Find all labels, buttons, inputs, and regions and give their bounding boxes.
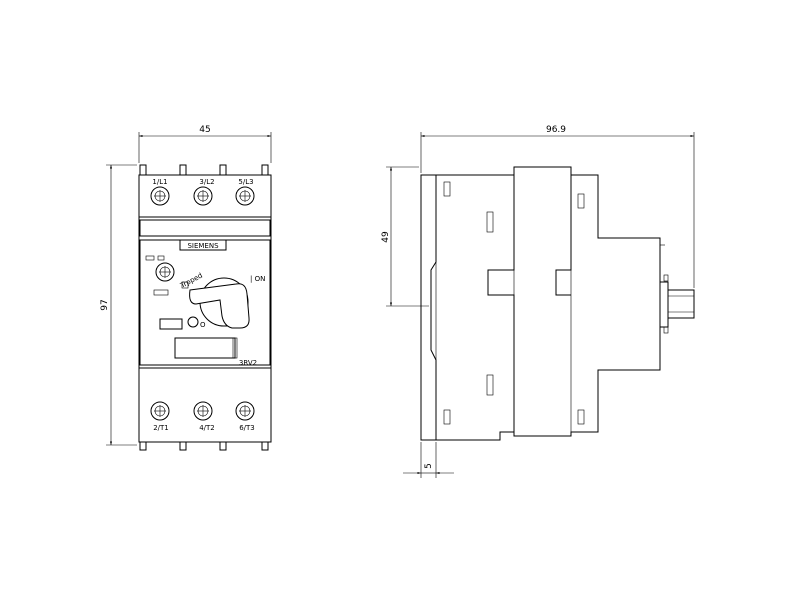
dimension-height: 97 (100, 299, 110, 310)
dimension-rail: 5 (424, 463, 434, 469)
bottom-terminal-label-1: 2/T1 (153, 424, 169, 432)
bottom-terminal-3 (235, 401, 255, 421)
top-terminal-3 (235, 186, 255, 206)
bottom-terminal-1 (150, 401, 170, 421)
dimension-width: 45 (199, 125, 210, 135)
top-terminal-label-3: 5/L3 (238, 178, 253, 186)
bottom-terminal-2 (193, 401, 213, 421)
top-terminal-1 (150, 186, 170, 206)
bottom-terminal-label-3: 6/T3 (239, 424, 255, 432)
model-label: 3RV2 (239, 359, 257, 367)
dimension-depth: 96.9 (546, 125, 566, 135)
front-view: 1/L1 3/L2 5/L3 SIEMENS | ON Trpped O (100, 125, 272, 451)
side-view: 96.9 49 5 (381, 125, 695, 478)
top-terminal-label-1: 1/L1 (152, 178, 167, 186)
brand-label: SIEMENS (187, 242, 219, 250)
rotary-handle (181, 277, 250, 329)
adjust-screw-icon (155, 262, 175, 282)
top-terminal-label-2: 3/L2 (199, 178, 214, 186)
top-terminal-2 (193, 186, 213, 206)
on-mark: | ON (250, 275, 265, 283)
scale-text: Trpped (178, 272, 204, 291)
bottom-terminal-label-2: 4/T2 (199, 424, 215, 432)
dimension-side-height: 49 (381, 231, 391, 243)
off-mark: O (200, 321, 206, 329)
